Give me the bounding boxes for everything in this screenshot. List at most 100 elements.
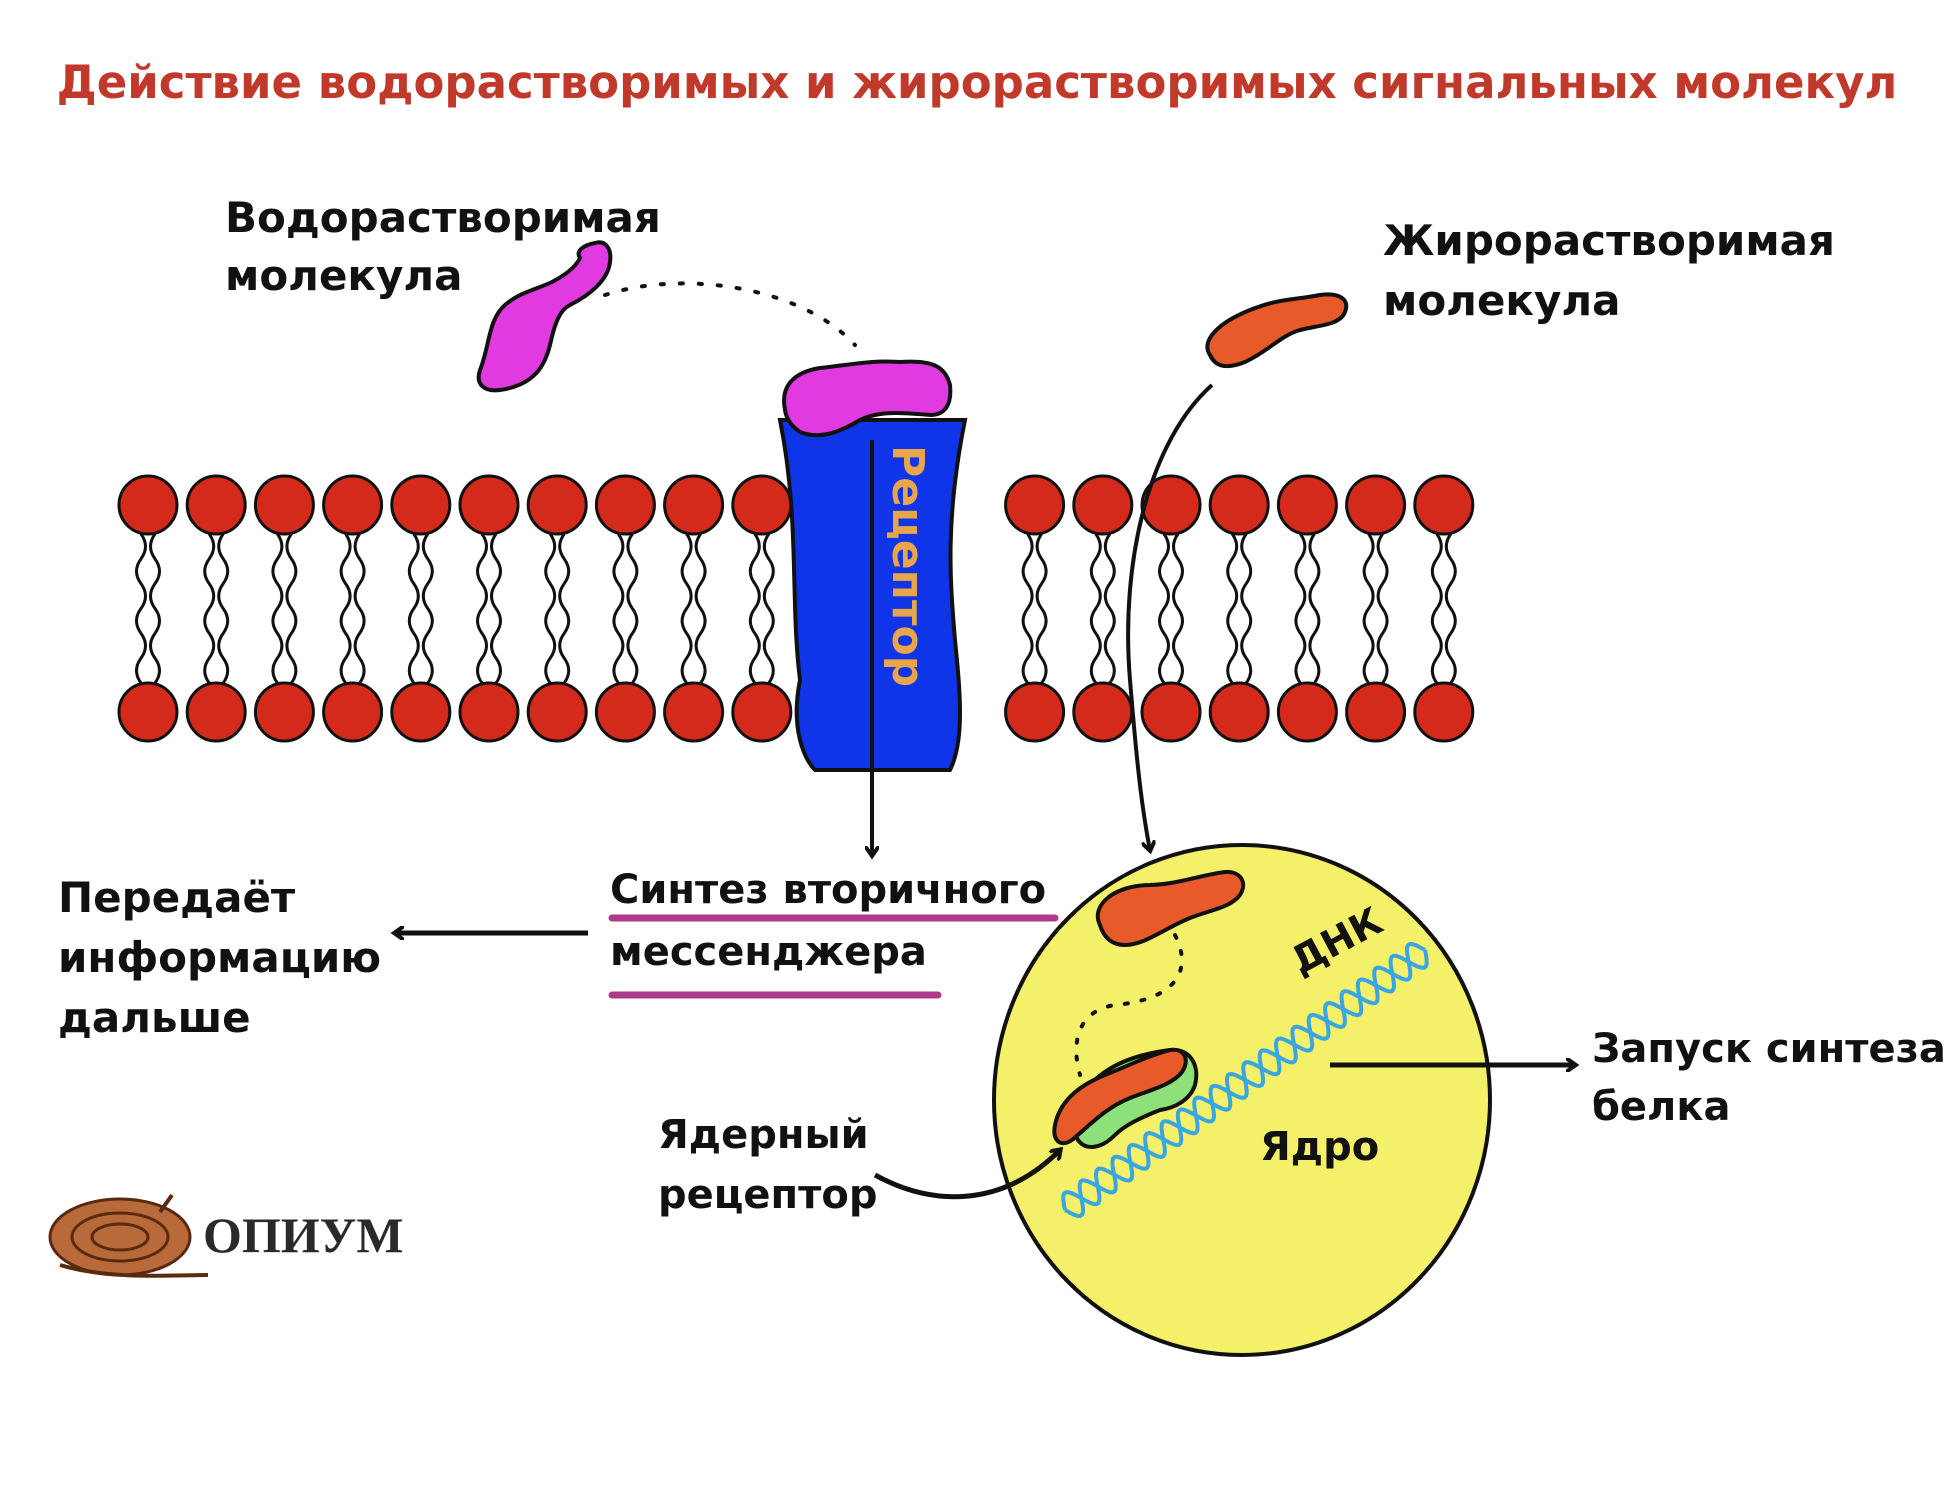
- nucleus: [992, 843, 1492, 1357]
- bound-fat-molecule: [1052, 1047, 1188, 1146]
- water-soluble-label-line1: Водорастворимая: [225, 193, 661, 242]
- phospholipid-head: [663, 474, 725, 536]
- phospholipid-head: [1140, 681, 1202, 743]
- pass-info-label-line2: информацию: [58, 933, 381, 982]
- phospholipid-tail: [694, 533, 707, 684]
- phospholipid-tail: [1294, 533, 1307, 684]
- phospholipid-head: [185, 474, 247, 536]
- pass-info-label-line3: дальше: [58, 993, 251, 1042]
- phospholipid-tail: [339, 533, 352, 684]
- phospholipid-tail: [353, 533, 366, 684]
- phospholipid-tail: [407, 533, 420, 684]
- phospholipid-head: [1004, 681, 1066, 743]
- nuclear-receptor-label-line1: Ядерный: [658, 1112, 869, 1158]
- phospholipid-tail: [1226, 533, 1239, 684]
- phospholipid-head: [1140, 474, 1202, 536]
- phospholipid-tail: [271, 533, 284, 684]
- phospholipid-head: [526, 474, 588, 536]
- receptor-label: Рецептор: [882, 445, 933, 687]
- phospholipid-head: [185, 681, 247, 743]
- phospholipid-head: [117, 681, 179, 743]
- nucleus-dotted-path: [1074, 933, 1184, 1077]
- phospholipid-tail: [680, 533, 693, 684]
- phospholipid-head: [1072, 681, 1134, 743]
- phospholipid-tail: [285, 533, 298, 684]
- diagram-title: Действие водорастворимых и жирорастворим…: [57, 56, 1898, 109]
- phospholipid-head: [731, 681, 793, 743]
- phospholipid-tail: [1172, 533, 1184, 684]
- phospholipid-tail: [203, 533, 216, 684]
- phospholipid-head: [1345, 681, 1407, 743]
- fat-soluble-molecule: [1205, 292, 1349, 369]
- cell-membrane-bilayer: [117, 474, 1475, 743]
- phospholipid-head: [663, 681, 725, 743]
- water-soluble-molecule: [476, 240, 613, 393]
- water-soluble-label-line2: молекула: [225, 251, 462, 300]
- phospholipid-tail: [217, 533, 230, 684]
- phospholipid-tail: [490, 533, 502, 684]
- opium-logo: ОПИУМ: [48, 1193, 404, 1278]
- phospholipid-tail: [1376, 533, 1389, 684]
- phospholipid-head: [1208, 474, 1270, 536]
- fat-soluble-label-line1: Жирорастворимая: [1383, 216, 1835, 265]
- phospholipid-head: [1413, 681, 1475, 743]
- phospholipid-head: [322, 681, 384, 743]
- phospholipid-tail: [476, 533, 488, 684]
- phospholipid-tail: [421, 533, 434, 684]
- bound-water-soluble-molecule: [782, 359, 953, 438]
- phospholipid-tail: [1430, 533, 1443, 684]
- phospholipid-head: [1276, 681, 1338, 743]
- fat-soluble-label-line2: молекула: [1383, 276, 1620, 325]
- phospholipid-tail: [612, 533, 625, 684]
- phospholipid-tail: [1158, 533, 1170, 684]
- phospholipid-head: [390, 474, 452, 536]
- phospholipid-head: [1072, 474, 1134, 536]
- phospholipid-tail: [544, 533, 557, 684]
- logo-text: ОПИУМ: [203, 1207, 404, 1263]
- phospholipid-tail: [1308, 533, 1321, 684]
- phospholipid-head: [1345, 474, 1407, 536]
- dna-helix: [1061, 942, 1429, 1218]
- phospholipid-tail: [1444, 533, 1457, 684]
- phospholipid-tail: [762, 533, 775, 684]
- phospholipid-tail: [1035, 533, 1048, 684]
- phospholipid-head: [253, 474, 315, 536]
- second-messenger-label-line1: Синтез вторичного: [610, 867, 1046, 913]
- phospholipid-tail: [1103, 533, 1116, 684]
- nuclear-receptor-arrow: [873, 1150, 1060, 1200]
- nuclear-receptor-label-line2: рецептор: [658, 1172, 877, 1218]
- phospholipid-head: [1413, 474, 1475, 536]
- pass-info-label-line1: Передаёт: [58, 873, 296, 922]
- phospholipid-head: [117, 474, 179, 536]
- nucleus-label: Ядро: [1260, 1124, 1379, 1170]
- phospholipid-tail: [135, 533, 147, 684]
- phospholipid-head: [390, 681, 452, 743]
- second-messenger-label-line2: мессенджера: [610, 929, 927, 975]
- protein-synthesis-label-line1: Запуск синтеза: [1592, 1026, 1946, 1072]
- phospholipid-head: [1276, 474, 1338, 536]
- phospholipid-head: [458, 474, 520, 536]
- snail-icon: [48, 1193, 209, 1278]
- phospholipid-tail: [149, 533, 161, 684]
- phospholipid-head: [458, 681, 520, 743]
- phospholipid-tail: [626, 533, 639, 684]
- phospholipid-head: [594, 681, 656, 743]
- phospholipid-head: [1208, 681, 1270, 743]
- phospholipid-head: [731, 474, 793, 536]
- phospholipid-head: [253, 681, 315, 743]
- dna-strand: [1061, 949, 1429, 1211]
- phospholipid-tail: [1362, 533, 1375, 684]
- phospholipid-tail: [558, 533, 571, 684]
- phospholipid-tail: [1089, 533, 1102, 684]
- phospholipid-head: [1004, 474, 1066, 536]
- phospholipid-tail: [1021, 533, 1034, 684]
- fat-molecule-in-nucleus: [1096, 869, 1246, 948]
- phospholipid-head: [594, 474, 656, 536]
- water-molecule-dotted-path: [603, 281, 857, 347]
- phospholipid-head: [526, 681, 588, 743]
- protein-synthesis-label-line2: белка: [1592, 1084, 1731, 1130]
- fat-molecule-entry-arrow: [1126, 383, 1214, 850]
- phospholipid-tail: [1240, 533, 1253, 684]
- phospholipid-tail: [748, 533, 761, 684]
